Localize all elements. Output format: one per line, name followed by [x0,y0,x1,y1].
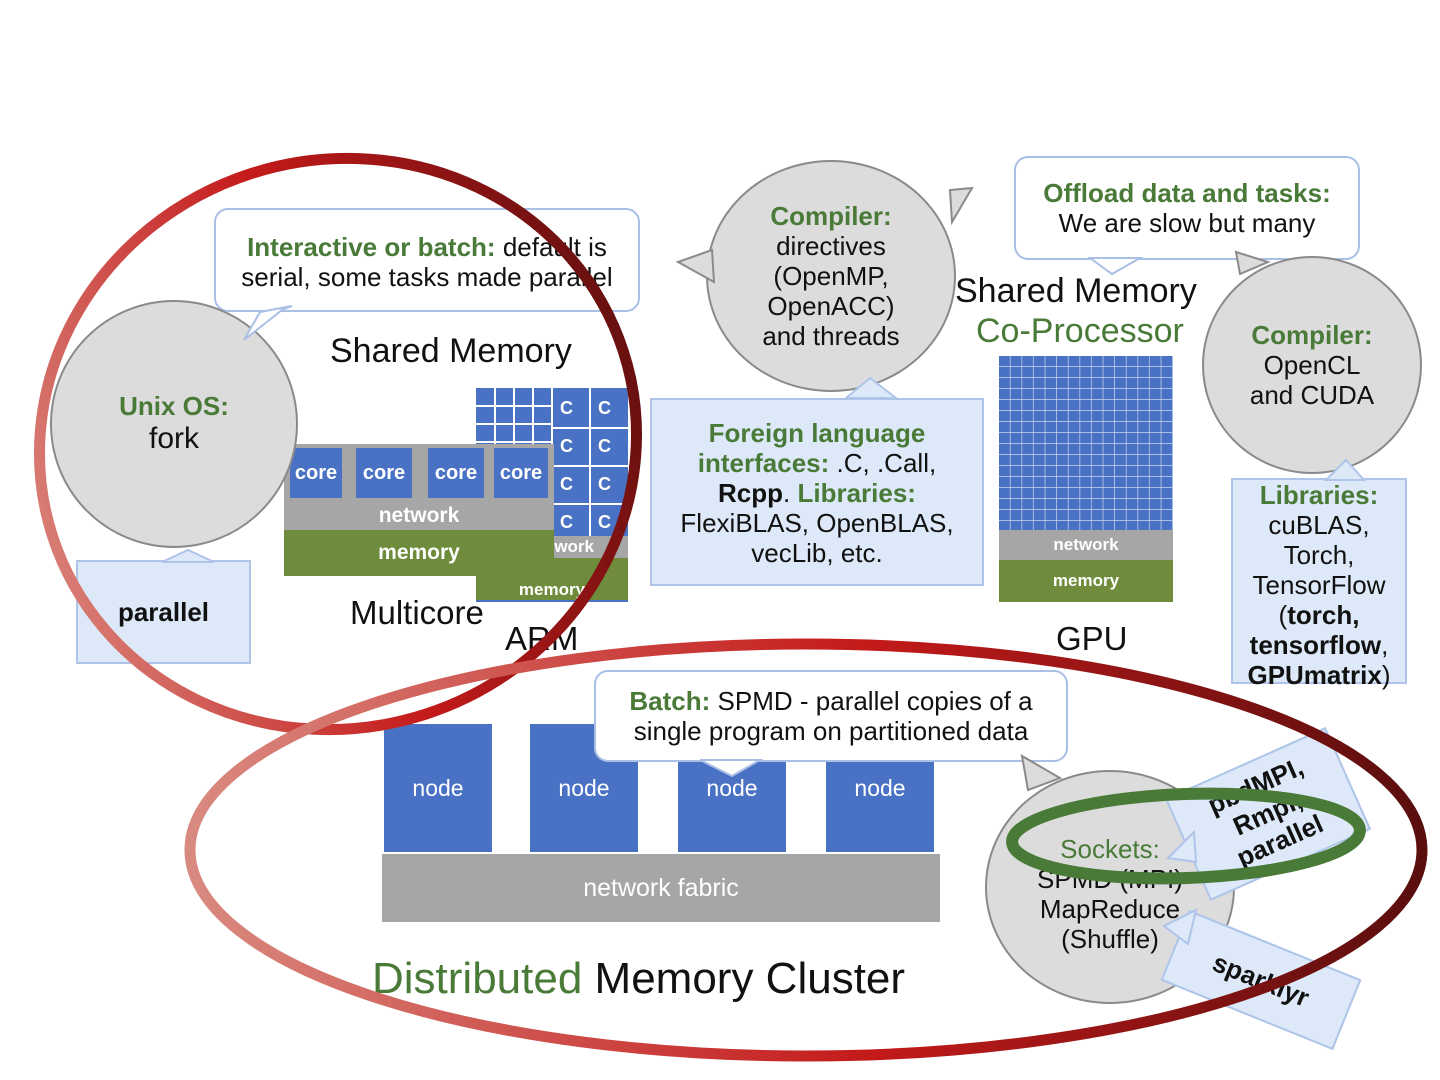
multicore-core: core [428,448,484,498]
interfaces-label: interfaces: [697,448,830,478]
network-fabric-bar: network fabric [382,854,940,922]
compiler-directives-circle: Compiler: directives (OpenMP, OpenACC) a… [706,160,956,392]
interactive-batch-text: serial, some tasks made parallel [241,262,613,292]
mpi-box-tail [1165,829,1198,864]
coprocessor-title-2: Co-Processor [976,312,1184,350]
libraries-line: FlexiBLAS, OpenBLAS, [680,508,954,538]
compiler-gpu-line: and CUDA [1249,380,1375,410]
sockets-line: MapReduce [1039,894,1181,924]
multicore-network-bar: network [284,502,554,530]
gpu-memory-bar: memory [999,560,1173,602]
coprocessor-title-1: Shared Memory [955,272,1197,310]
multicore-core: core [290,448,342,498]
sockets-bubble-tail [1020,754,1063,792]
sockets-highlight-ellipse [1006,787,1366,885]
memory-cluster-words: Memory Cluster [594,954,906,1003]
arm-core-label: C [560,474,573,494]
foreign-language-box: Foreign language interfaces: .C, .Call, … [650,398,984,586]
parallel-box-tail [161,548,215,563]
compiler-bubble-tail [948,186,974,226]
parallel-package-box: parallel [76,560,251,664]
offload-text: We are slow but many [1058,208,1316,238]
arm-core-label: C [598,398,611,418]
foreign-language-label: Foreign language [708,418,926,448]
interactive-callout-tail [243,305,293,341]
unix-os-circle: Unix OS: fork [50,300,298,548]
unix-os-text: fork [148,422,199,455]
unix-os-label: Unix OS: [119,391,229,421]
arm-core-label: C [560,398,573,418]
sockets-line: (Shuffle) [1061,924,1159,954]
gpu-library-line: TensorFlow [1252,570,1386,600]
multicore-label: Multicore [350,594,484,631]
parallel-package-label: parallel [117,597,210,627]
offload-label: Offload data and tasks: [1043,178,1331,208]
shared-memory-title: Shared Memory [330,332,572,370]
batch-text: single program on partitioned data [633,716,1029,746]
compiler-gpu-line: OpenCL [1263,350,1361,380]
compiler-gpu-label: Compiler: [1251,320,1373,350]
batch-label: Batch: [629,686,711,716]
rcpp-label: Rcpp [718,478,784,508]
arm-core-label: C [598,474,611,494]
gpu-library-line: Torch, [1283,540,1355,570]
arm-core-label: C [598,512,611,532]
compiler-gpu-tail [1234,250,1271,276]
libraries-label: Libraries: [797,478,916,508]
gpu-libraries-label: Libraries: [1259,480,1379,510]
arm-core-label: C [598,436,611,456]
rcpp-dot: . [783,478,791,508]
gpu-libraries-box: Libraries: cuBLAS, Torch, TensorFlow (to… [1231,478,1407,690]
gpu-pkg-paren: ( [1278,600,1288,630]
interfaces-text: .C, .Call, [836,448,937,478]
gpu-label: GPU [1056,620,1128,657]
multicore-memory-bar: memory [284,530,554,576]
compiler-bubble-tail [675,248,716,284]
compiler-gpu-circle: Compiler: OpenCL and CUDA [1202,256,1422,474]
foreign-box-tail [843,376,899,399]
offload-callout: Offload data and tasks: We are slow but … [1014,156,1360,260]
arm-core-label: C [560,512,573,532]
multicore-core: core [494,448,548,498]
gpu-pkg-paren: ) [1381,660,1391,690]
compiler-directives-line: (OpenMP, [773,261,889,291]
gpu-pkg-tensorflow: tensorflow [1249,630,1382,660]
compiler-directives-line: and threads [762,321,900,351]
sparklyr-box-tail [1162,908,1198,946]
arm-core-label: C [560,436,573,456]
gpu-pkg-torch: torch, [1287,600,1360,630]
compiler-directives-line: directives [776,231,886,261]
cluster-node: node [384,724,492,852]
batch-spmd-callout: Batch: SPMD - parallel copies of a singl… [594,670,1068,762]
compiler-directives-label: Compiler: [770,201,892,231]
gpu-library-line: cuBLAS, [1268,510,1370,540]
offload-callout-tail [1086,257,1144,276]
libraries-line: vecLib, etc. [751,538,883,568]
batch-text: SPMD - parallel copies of a [717,686,1033,716]
sockets-label: Sockets: [1060,834,1160,864]
cluster-node: node [530,724,638,852]
gpu-libraries-box-tail [1323,458,1367,481]
interactive-batch-label: Interactive or batch: [247,232,496,262]
gpu-network-bar: network [999,530,1173,560]
compiler-directives-line: OpenACC) [767,291,895,321]
cluster-highlight-ellipse [184,638,1428,1062]
gpu-pkg-gpumatrix: GPUmatrix [1247,660,1382,690]
distributed-word: Distributed [372,954,583,1003]
multicore-core: core [356,448,412,498]
batch-callout-tail [699,759,764,778]
gpu-core-grid [999,356,1173,532]
shared-memory-highlight-ellipse [33,152,643,736]
gpu-pkg-comma: , [1381,630,1389,660]
distributed-cluster-title: Distributed Memory Cluster [372,954,905,1004]
